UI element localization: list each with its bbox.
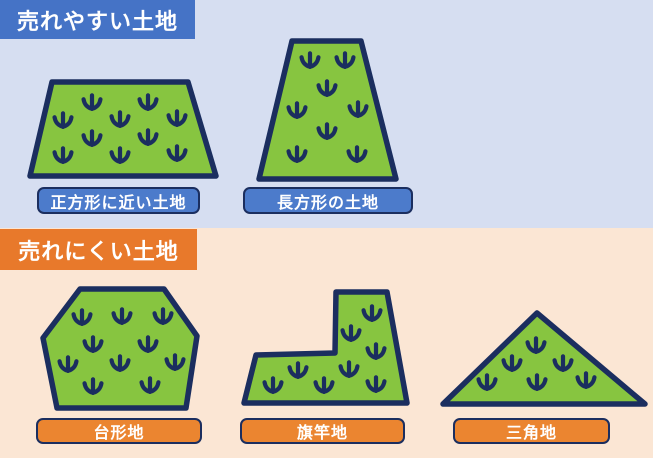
label-triangle-text: 三角地 [505,425,557,442]
label-trapezoid: 台形地 [36,418,202,444]
label-flagpole: 旗竿地 [240,418,405,444]
section-easy-to-sell: 売れやすい土地 正方形に近い土地 [0,0,653,228]
label-near-square-text: 正方形に近い土地 [50,194,187,212]
land-flagpole [241,289,410,406]
section-hard-to-sell: 売れにくい土地 台形地 [0,228,653,458]
land-polygon [241,289,410,406]
section-hard-title: 売れにくい土地 [18,238,179,264]
land-polygon [40,286,200,411]
land-triangle [440,310,648,407]
label-near-square: 正方形に近い土地 [37,187,200,214]
land-rectangle [256,38,399,182]
label-rectangle-text: 長方形の土地 [276,194,379,212]
section-easy-title: 売れやすい土地 [16,8,178,34]
land-trapezoid [40,286,200,411]
land-polygon [256,38,399,182]
label-rectangle: 長方形の土地 [243,187,413,214]
section-easy-header: 売れやすい土地 [0,0,195,39]
land-near-square [27,79,219,179]
section-hard-header: 売れにくい土地 [0,229,197,270]
label-flagpole-text: 旗竿地 [296,425,348,442]
label-triangle: 三角地 [453,418,610,444]
land-polygon [440,310,648,407]
label-trapezoid-text: 台形地 [93,425,145,442]
